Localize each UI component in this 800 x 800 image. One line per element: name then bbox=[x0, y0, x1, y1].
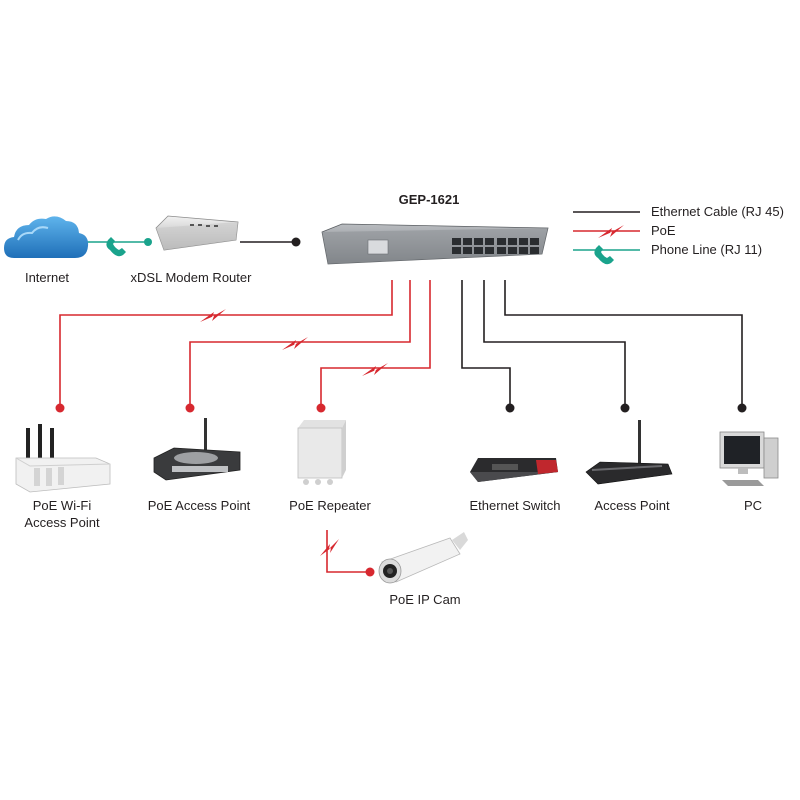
ethernet-switch-port-dot bbox=[505, 403, 515, 413]
poe-repeater-label: PoE Repeater bbox=[289, 498, 371, 513]
ip-camera-icon bbox=[378, 532, 468, 584]
phone-handset-icon bbox=[106, 237, 126, 257]
modem-label: xDSL Modem Router bbox=[131, 270, 253, 285]
switch-model-label: GEP-1621 bbox=[399, 192, 460, 207]
legend-phone-icon bbox=[594, 245, 614, 265]
link-poe-ap bbox=[189, 280, 411, 408]
poe-ap-icon bbox=[153, 418, 241, 481]
access-point-port-dot bbox=[620, 403, 630, 413]
link-poe-repeater bbox=[320, 280, 431, 408]
pc-port-dot bbox=[737, 403, 747, 413]
ethernet-switch-label: Ethernet Switch bbox=[469, 498, 560, 513]
poe-wifi-ap-label-line1: PoE Wi-Fi bbox=[33, 498, 92, 513]
poe-ap-label: PoE Access Point bbox=[148, 498, 251, 513]
poe-wifi-ap-icon bbox=[15, 424, 111, 493]
link-repeater-cam bbox=[326, 530, 370, 573]
link-internet-modem bbox=[83, 237, 152, 257]
pc-icon bbox=[719, 431, 779, 486]
internet-cloud-icon bbox=[4, 216, 89, 258]
access-point-icon bbox=[585, 420, 673, 485]
legend-phone-label: Phone Line (RJ 11) bbox=[651, 242, 762, 257]
access-point-label: Access Point bbox=[594, 498, 670, 513]
poe-repeater-port-dot bbox=[316, 403, 326, 413]
legend: Ethernet Cable (RJ 45) PoE Phone Line (R… bbox=[573, 204, 784, 265]
pc-label: PC bbox=[744, 498, 762, 513]
poe-bolt-icons bbox=[200, 309, 388, 556]
poe-cam-port-dot bbox=[365, 567, 375, 577]
poe-repeater-icon bbox=[297, 420, 346, 485]
link-modem-switch bbox=[240, 237, 301, 247]
legend-ethernet-label: Ethernet Cable (RJ 45) bbox=[651, 204, 784, 219]
poe-wifi-ap-label-line2: Access Point bbox=[24, 515, 100, 530]
legend-bolt-icon bbox=[598, 225, 624, 238]
ethernet-switch-icon bbox=[470, 458, 558, 482]
internet-label: Internet bbox=[25, 270, 69, 285]
poe-switch-icon bbox=[321, 223, 549, 265]
link-poe-wifi-ap bbox=[59, 280, 393, 408]
legend-poe-label: PoE bbox=[651, 223, 676, 238]
link-ethernet-switch bbox=[461, 280, 511, 408]
modem-router-icon bbox=[155, 215, 239, 251]
poe-ip-cam-label: PoE IP Cam bbox=[389, 592, 460, 607]
link-pc bbox=[504, 280, 743, 408]
poe-wifi-ap-port-dot bbox=[55, 403, 65, 413]
link-access-point bbox=[483, 280, 626, 408]
poe-ap-port-dot bbox=[185, 403, 195, 413]
